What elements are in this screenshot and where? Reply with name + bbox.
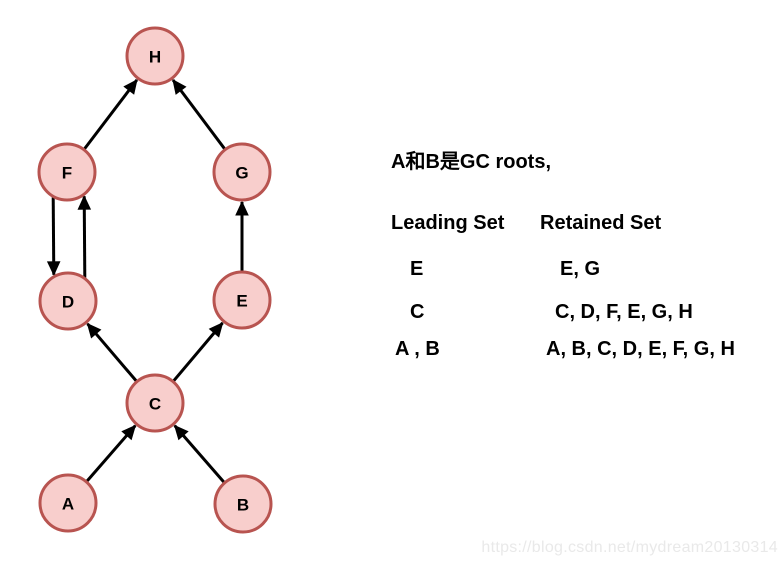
node-circle-F bbox=[37, 142, 97, 202]
edge-B-C bbox=[173, 424, 226, 484]
node-circle-A bbox=[38, 473, 98, 533]
node-label-A: A bbox=[62, 495, 74, 514]
table-row: C C, D, F, E, G, H bbox=[391, 300, 783, 324]
edge-D-F bbox=[77, 195, 92, 278]
watermark-url: https://blog.csdn.net/mydream20130314 bbox=[481, 539, 778, 556]
table-header-row: Leading Set Retained Set bbox=[391, 211, 783, 235]
graph-node-G: G bbox=[212, 142, 272, 202]
edge-F-D bbox=[46, 197, 61, 276]
node-circle-D bbox=[38, 271, 98, 331]
explanation-panel: A和B是GC roots, Leading Set Retained Set E… bbox=[391, 150, 783, 361]
retained-set-value: A, B, C, D, E, F, G, H bbox=[546, 338, 735, 360]
leading-set-value: E bbox=[410, 258, 424, 280]
edge-G-H bbox=[171, 79, 226, 150]
node-circle-H bbox=[125, 26, 185, 86]
node-circle-C bbox=[125, 373, 185, 433]
graph-node-E: E bbox=[212, 270, 272, 330]
node-label-H: H bbox=[149, 48, 161, 67]
node-label-F: F bbox=[62, 164, 72, 183]
leading-set-value: C bbox=[410, 301, 425, 323]
retained-set-value: C, D, F, E, G, H bbox=[555, 301, 693, 323]
table-row: A , B A, B, C, D, E, F, G, H bbox=[391, 337, 783, 361]
graph-node-B: B bbox=[213, 474, 273, 534]
graph-node-D: D bbox=[38, 271, 98, 331]
retained-set-header: Retained Set bbox=[540, 212, 662, 234]
leading-retained-table: Leading Set Retained Set E E, G C C, D, … bbox=[391, 211, 783, 361]
graph-node-F: F bbox=[37, 142, 97, 202]
edge-C-E bbox=[172, 321, 224, 382]
node-label-G: G bbox=[235, 164, 248, 183]
leading-set-value: A , B bbox=[395, 338, 440, 360]
edge-A-C bbox=[85, 424, 137, 483]
leading-set-header: Leading Set bbox=[391, 212, 505, 234]
node-label-E: E bbox=[236, 292, 247, 311]
edge-C-D bbox=[86, 322, 138, 382]
edge-F-H bbox=[83, 78, 139, 150]
node-circle-G bbox=[212, 142, 272, 202]
graph-node-H: H bbox=[125, 26, 185, 86]
graph-node-A: A bbox=[38, 473, 98, 533]
gc-roots-title: A和B是GC roots, bbox=[391, 151, 551, 173]
edge-layer bbox=[46, 78, 249, 484]
retained-set-value: E, G bbox=[560, 258, 601, 280]
node-label-B: B bbox=[237, 496, 249, 515]
node-layer: H F G D E C A B bbox=[37, 26, 273, 534]
node-label-C: C bbox=[149, 395, 161, 414]
table-row: E E, G bbox=[391, 257, 783, 281]
node-label-D: D bbox=[62, 293, 74, 312]
node-circle-B bbox=[213, 474, 273, 534]
gc-object-graph: H F G D E C A B bbox=[37, 26, 273, 534]
graph-node-C: C bbox=[125, 373, 185, 433]
node-circle-E bbox=[212, 270, 272, 330]
